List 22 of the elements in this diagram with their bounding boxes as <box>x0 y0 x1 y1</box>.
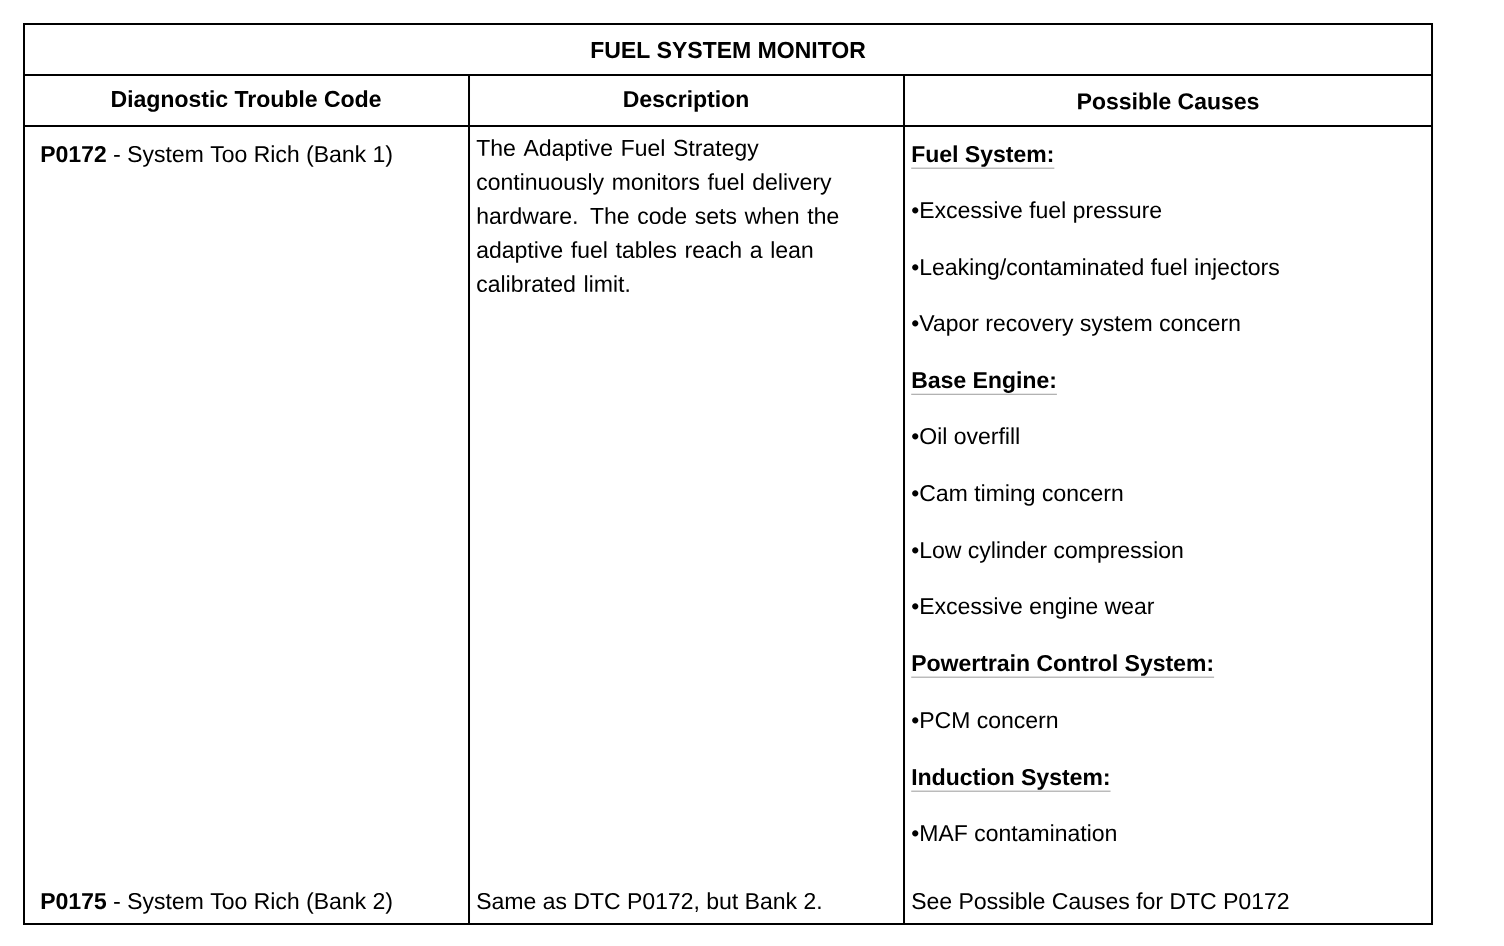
cause-item: •Oil overfill <box>912 427 1019 445</box>
cause-item: •Excessive engine wear <box>912 597 1155 619</box>
category-heading: Induction System: <box>911 768 1111 792</box>
category-heading: Fuel System: <box>911 145 1055 169</box>
cause-item: •Low cylinder compression <box>912 541 1183 563</box>
cause-item: •Cam timing concern <box>912 484 1123 506</box>
cause-item: •Leaking/contaminated fuel injectors <box>912 258 1279 280</box>
category-heading: Powertrain Control System: <box>911 654 1215 678</box>
cause-item: •PCM concern <box>912 711 1058 729</box>
dtc-label: P0172 - System Too Rich (Bank 1) <box>41 145 392 167</box>
column-header: Possible Causes <box>1078 92 1259 110</box>
cause-item: •MAF contamination <box>912 824 1116 842</box>
note-text: See Possible Causes for DTC P0172 <box>912 892 1289 910</box>
dtc-label: P0175 - System Too Rich (Bank 2) <box>41 892 392 914</box>
description-text: The Adaptive Fuel Strategy continuously monitors fuel delivery hardware. The code sets when the adaptive fuel tables reach a lean calibrated limit. <box>476 139 839 293</box>
cause-item: •Excessive fuel pressure <box>912 201 1162 223</box>
column-header: Diagnostic Trouble Code <box>112 90 381 112</box>
table-title: FUEL SYSTEM MONITOR <box>591 41 866 59</box>
category-heading: Base Engine: <box>911 371 1058 395</box>
description-text: Same as DTC P0172, but Bank 2. <box>477 892 821 912</box>
column-header: Description <box>624 90 748 112</box>
cause-item: •Vapor recovery system concern <box>912 315 1240 336</box>
